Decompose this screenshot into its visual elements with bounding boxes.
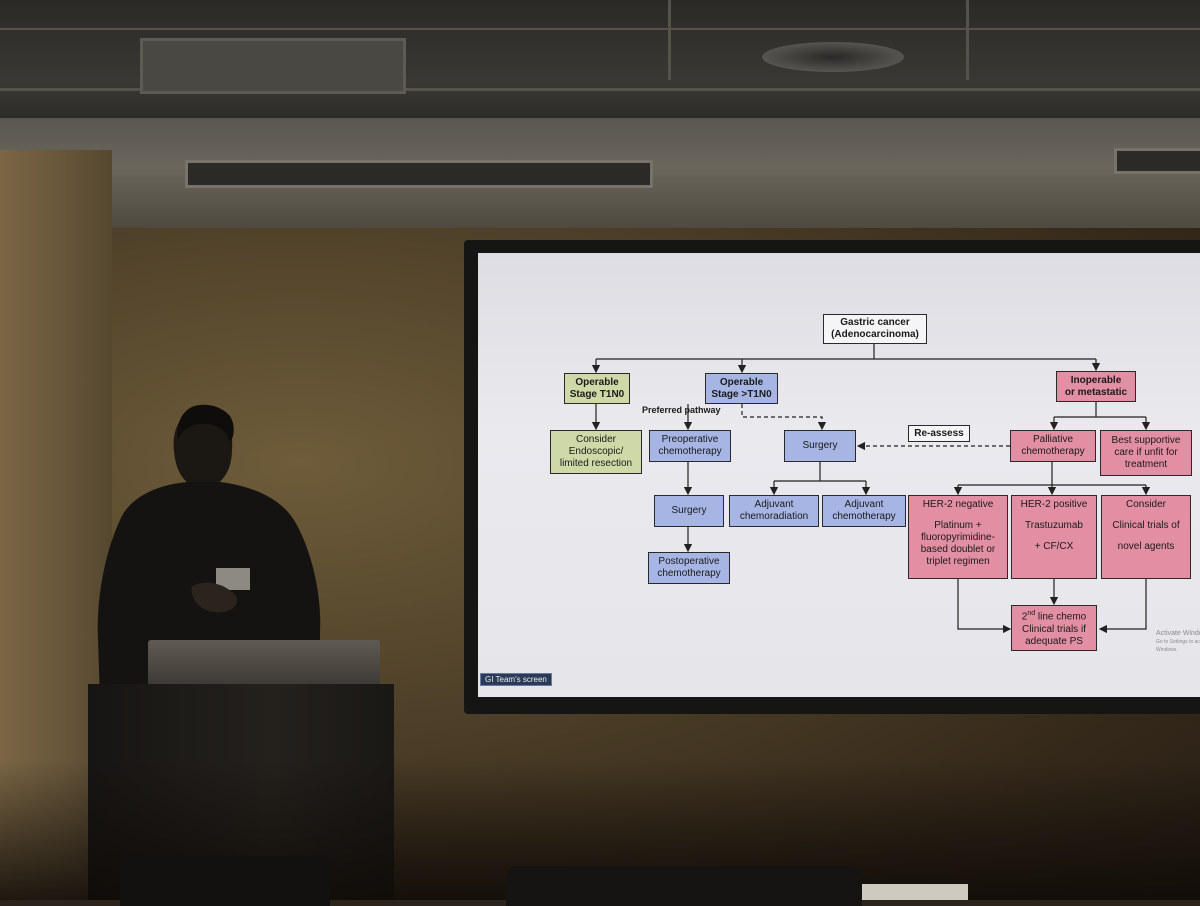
chair-front <box>506 866 862 906</box>
ceiling-vent <box>140 38 406 94</box>
node-her2-negative: HER-2 negative Platinum +fluoropyrimidin… <box>908 495 1008 579</box>
screen-share-label: GI Team's screen <box>480 673 552 686</box>
paper-on-table <box>862 884 968 900</box>
laptop <box>148 640 380 686</box>
node-surgery-after-preop: Surgery <box>654 495 724 527</box>
air-vent-left <box>185 160 653 188</box>
ceiling-speaker <box>762 42 904 72</box>
air-vent-right <box>1114 148 1200 174</box>
node-gastric-cancer: Gastric cancer(Adenocarcinoma) <box>823 314 927 344</box>
label-preferred-pathway: Preferred pathway <box>642 405 721 415</box>
node-consider-clinical-trials: Consider Clinical trials of novel agents <box>1101 495 1191 579</box>
node-surgery-main: Surgery <box>784 430 856 462</box>
node-second-line-chemo: 2nd line chemo Clinical trials if adequa… <box>1011 605 1097 651</box>
chair-left <box>120 856 330 906</box>
node-reassess: Re-assess <box>908 425 970 442</box>
node-her2-positive: HER-2 positive Trastuzumab + CF/CX <box>1011 495 1097 579</box>
activate-windows-watermark: Activate Windows Go to Settings to activ… <box>1156 630 1200 653</box>
flowchart-connectors <box>591 344 1151 634</box>
